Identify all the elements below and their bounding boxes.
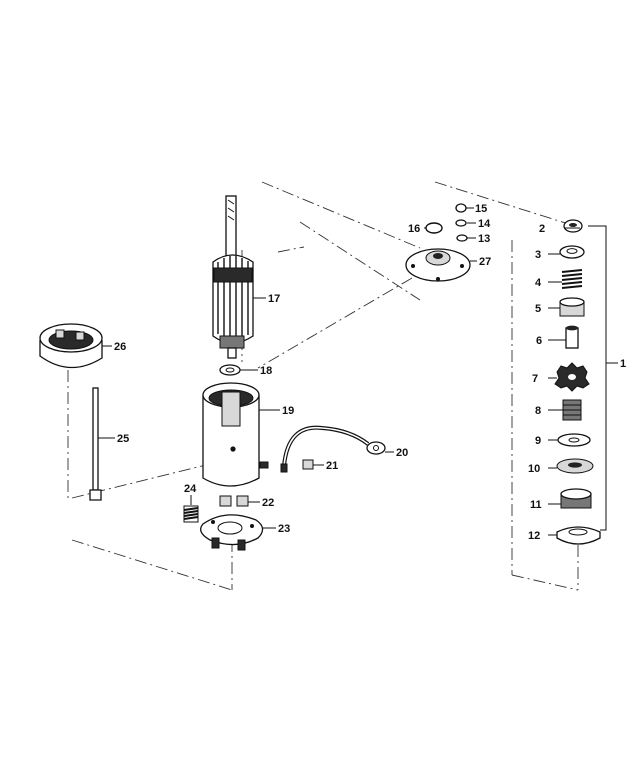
thru-bolt-part-25 bbox=[89, 387, 102, 501]
callout-25: 25 bbox=[117, 433, 129, 445]
drive-parts-stack bbox=[554, 219, 607, 545]
callout-17: 17 bbox=[268, 293, 280, 305]
callout-labels: 1 2 3 4 5 6 7 8 9 10 11 12 13 14 15 16 1… bbox=[114, 203, 626, 542]
callout-1: 1 bbox=[620, 358, 626, 370]
callout-23: 23 bbox=[278, 523, 290, 535]
callout-10: 10 bbox=[528, 463, 540, 475]
callout-4: 4 bbox=[535, 277, 542, 289]
mounting-flange-part-27 bbox=[405, 248, 471, 282]
callout-5: 5 bbox=[535, 303, 541, 315]
callout-13: 13 bbox=[478, 233, 490, 245]
washer-part-18 bbox=[219, 364, 241, 376]
callout-15: 15 bbox=[475, 203, 487, 215]
assembly-guide-lines bbox=[67, 181, 579, 591]
callout-20: 20 bbox=[396, 447, 408, 459]
callout-16: 16 bbox=[408, 223, 420, 235]
end-cap-part-26 bbox=[39, 323, 103, 369]
callout-21: 21 bbox=[326, 460, 338, 472]
small-hardware-13-16 bbox=[425, 203, 468, 242]
callout-24: 24 bbox=[184, 483, 197, 495]
callout-9: 9 bbox=[535, 435, 541, 447]
spring-part-24 bbox=[183, 505, 199, 523]
brush-plate-part-23 bbox=[200, 514, 264, 551]
callout-3: 3 bbox=[535, 249, 541, 261]
clip-part-21 bbox=[302, 459, 314, 470]
field-frame-part-19 bbox=[202, 382, 269, 487]
callout-26: 26 bbox=[114, 341, 126, 353]
callout-14: 14 bbox=[478, 218, 491, 230]
cable-part-20 bbox=[280, 425, 386, 473]
callout-27: 27 bbox=[479, 256, 491, 268]
callout-11: 11 bbox=[530, 499, 542, 511]
callout-18: 18 bbox=[260, 365, 272, 377]
callout-8: 8 bbox=[535, 405, 541, 417]
leader-lines bbox=[98, 207, 618, 536]
callout-7: 7 bbox=[532, 373, 538, 385]
brushes-part-22 bbox=[219, 495, 249, 507]
callout-6: 6 bbox=[536, 335, 542, 347]
callout-12: 12 bbox=[528, 530, 540, 542]
callout-22: 22 bbox=[262, 497, 274, 509]
callout-19: 19 bbox=[282, 405, 294, 417]
callout-2: 2 bbox=[539, 223, 545, 235]
armature-part-17 bbox=[212, 195, 254, 359]
